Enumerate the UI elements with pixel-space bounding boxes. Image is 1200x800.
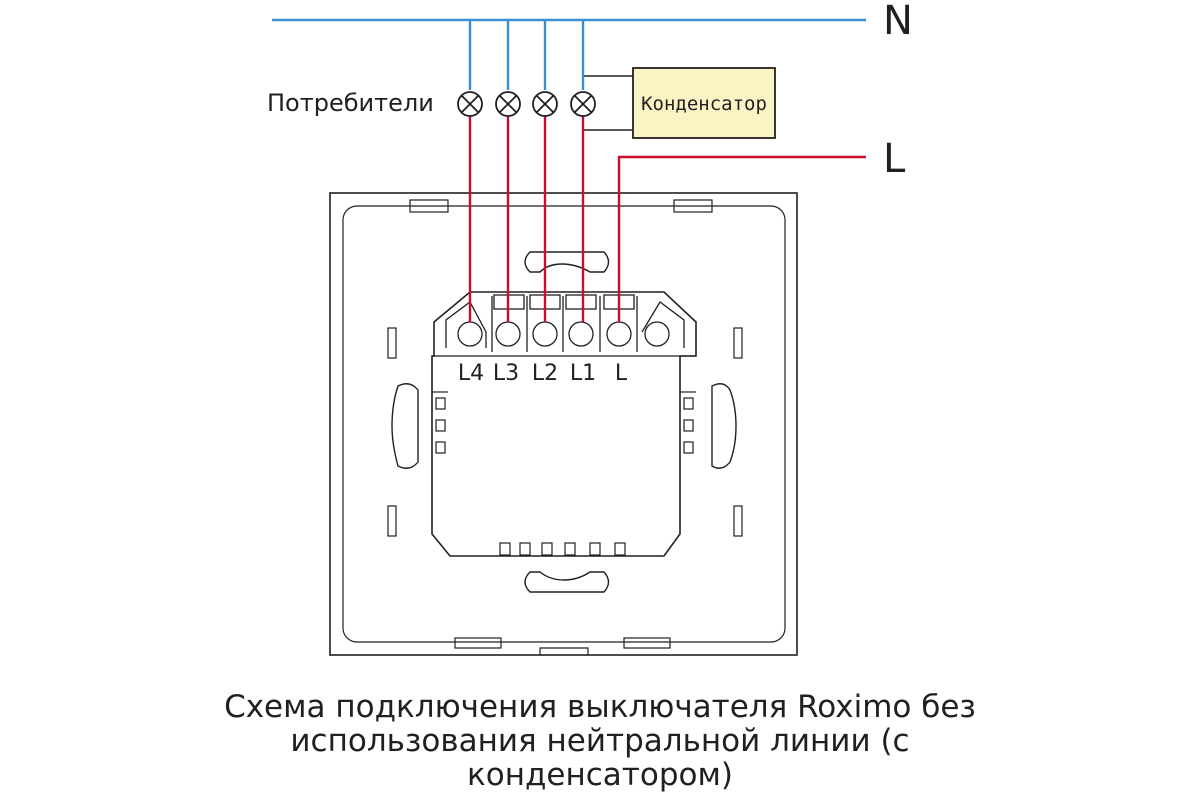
terminal-label-l1: L1 bbox=[570, 361, 596, 386]
left-mount-slot bbox=[391, 383, 419, 469]
lamp-icon bbox=[532, 91, 558, 117]
consumer-lamps bbox=[457, 91, 596, 117]
terminal-label-l3: L3 bbox=[493, 361, 519, 386]
outer-frame bbox=[329, 192, 798, 656]
inner-frame bbox=[342, 205, 786, 643]
diagram-caption: Схема подключения выключателя Roximo без… bbox=[224, 689, 976, 793]
bottom-clip-right bbox=[623, 637, 671, 649]
terminal-block bbox=[445, 294, 685, 352]
module-latches-right bbox=[683, 397, 694, 454]
lamp-icon bbox=[457, 91, 483, 117]
side-slot bbox=[387, 505, 397, 537]
lamp-icon bbox=[570, 91, 596, 117]
line-label: L bbox=[883, 136, 906, 182]
neutral-label: N bbox=[883, 0, 913, 44]
capacitor-box bbox=[632, 67, 776, 139]
side-slot bbox=[733, 505, 743, 537]
module-pins bbox=[499, 542, 626, 556]
terminal-label-l2: L2 bbox=[532, 361, 558, 386]
side-slot bbox=[733, 327, 743, 359]
top-clip-right bbox=[673, 199, 713, 213]
capacitor-label: Конденсатор bbox=[641, 93, 767, 115]
line-wires bbox=[468, 116, 866, 322]
lamp-icon bbox=[495, 91, 521, 117]
top-mount-slot bbox=[524, 251, 610, 273]
bottom-clip-left bbox=[454, 637, 502, 649]
module-latches-left bbox=[435, 397, 446, 454]
consumers-label: Потребители bbox=[267, 89, 434, 117]
line-feed bbox=[617, 155, 866, 322]
terminal-label-l: L bbox=[615, 361, 628, 386]
right-mount-slot bbox=[711, 383, 737, 469]
switch-body bbox=[329, 192, 798, 656]
top-clip-left bbox=[409, 199, 449, 213]
central-module bbox=[431, 291, 697, 557]
bottom-mount-slot bbox=[524, 571, 610, 593]
side-slot bbox=[387, 327, 397, 359]
terminal-label-l4: L4 bbox=[458, 361, 484, 386]
neutral-wires bbox=[272, 18, 866, 90]
terminal-labels: L4 L3 L2 L1 L bbox=[458, 361, 628, 386]
bottom-step bbox=[539, 647, 589, 655]
